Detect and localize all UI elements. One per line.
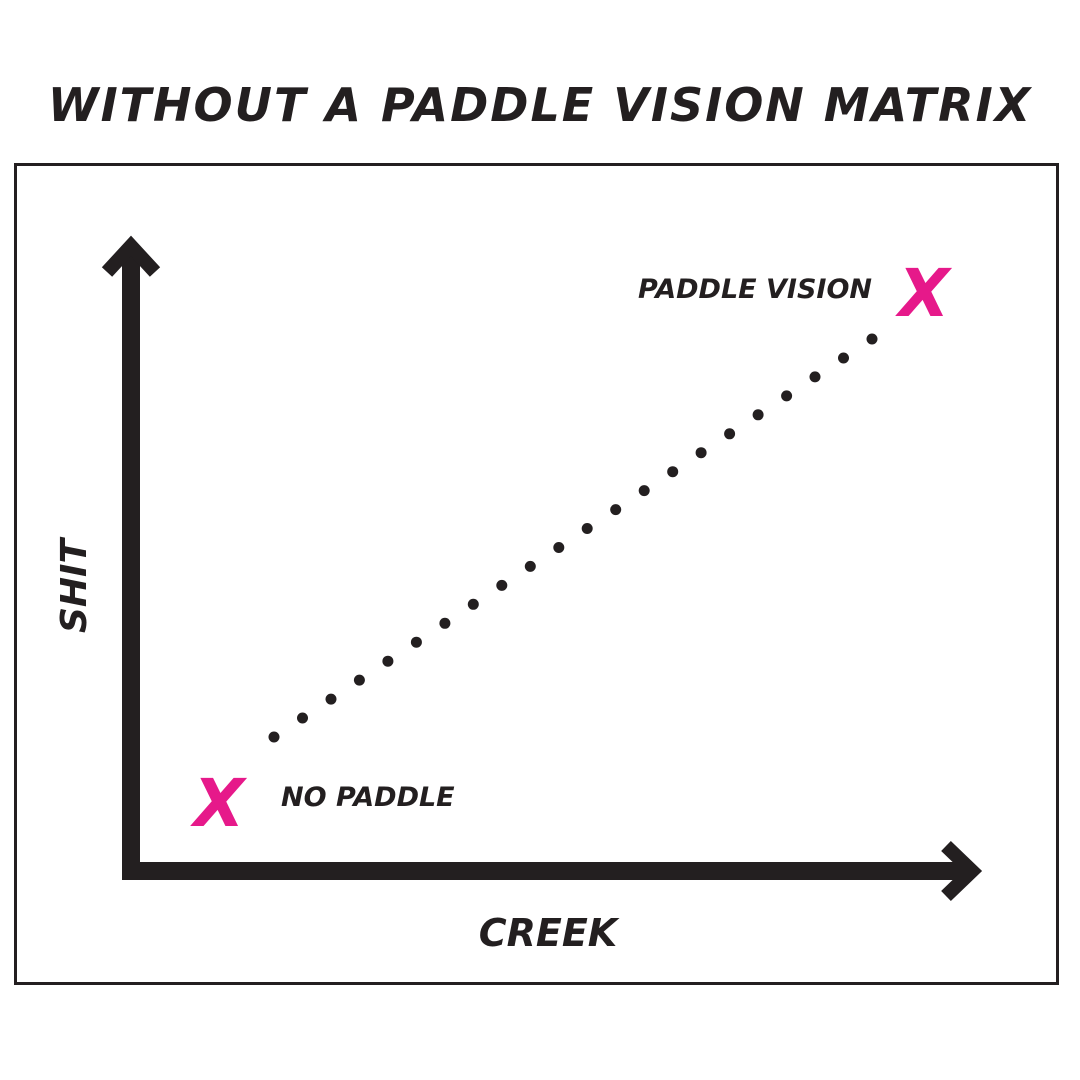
y-axis-label: SHIT [54,537,95,633]
trend-dot [439,617,451,629]
trend-dot [610,504,622,516]
trend-dot [838,352,849,364]
trend-dot [524,560,536,572]
paddle-vision-label: PADDLE VISION [638,274,872,305]
x-axis-arrowhead [941,840,983,902]
trend-dot [297,712,308,724]
trend-dot [809,371,821,383]
trend-dot [353,674,365,686]
trend-dot [410,636,422,648]
no-paddle-x-marker: X [190,765,248,842]
trend-dot [467,598,479,610]
trend-dot [325,693,337,705]
trend-dot [781,390,793,402]
matrix-title: WITHOUT A PADDLE VISION MATRIX [47,78,1033,132]
trend-dot [496,579,508,591]
trend-dot [581,523,593,534]
dotted-trend-line [268,333,878,743]
trend-dot [866,333,878,345]
trend-dot [667,466,679,478]
trend-dot [638,485,650,497]
paddle-vision-x-marker: X [895,255,953,332]
trend-dot [724,428,736,440]
trend-dot [553,542,565,553]
trend-dot [752,409,764,421]
matrix-frame [14,163,1059,985]
no-paddle-label: NO PADDLE [281,782,455,813]
y-axis-arrowhead [101,235,161,277]
trend-dot [695,447,707,459]
trend-dot [268,731,280,743]
trend-dot [382,655,394,667]
x-axis-label: CREEK [479,911,620,955]
